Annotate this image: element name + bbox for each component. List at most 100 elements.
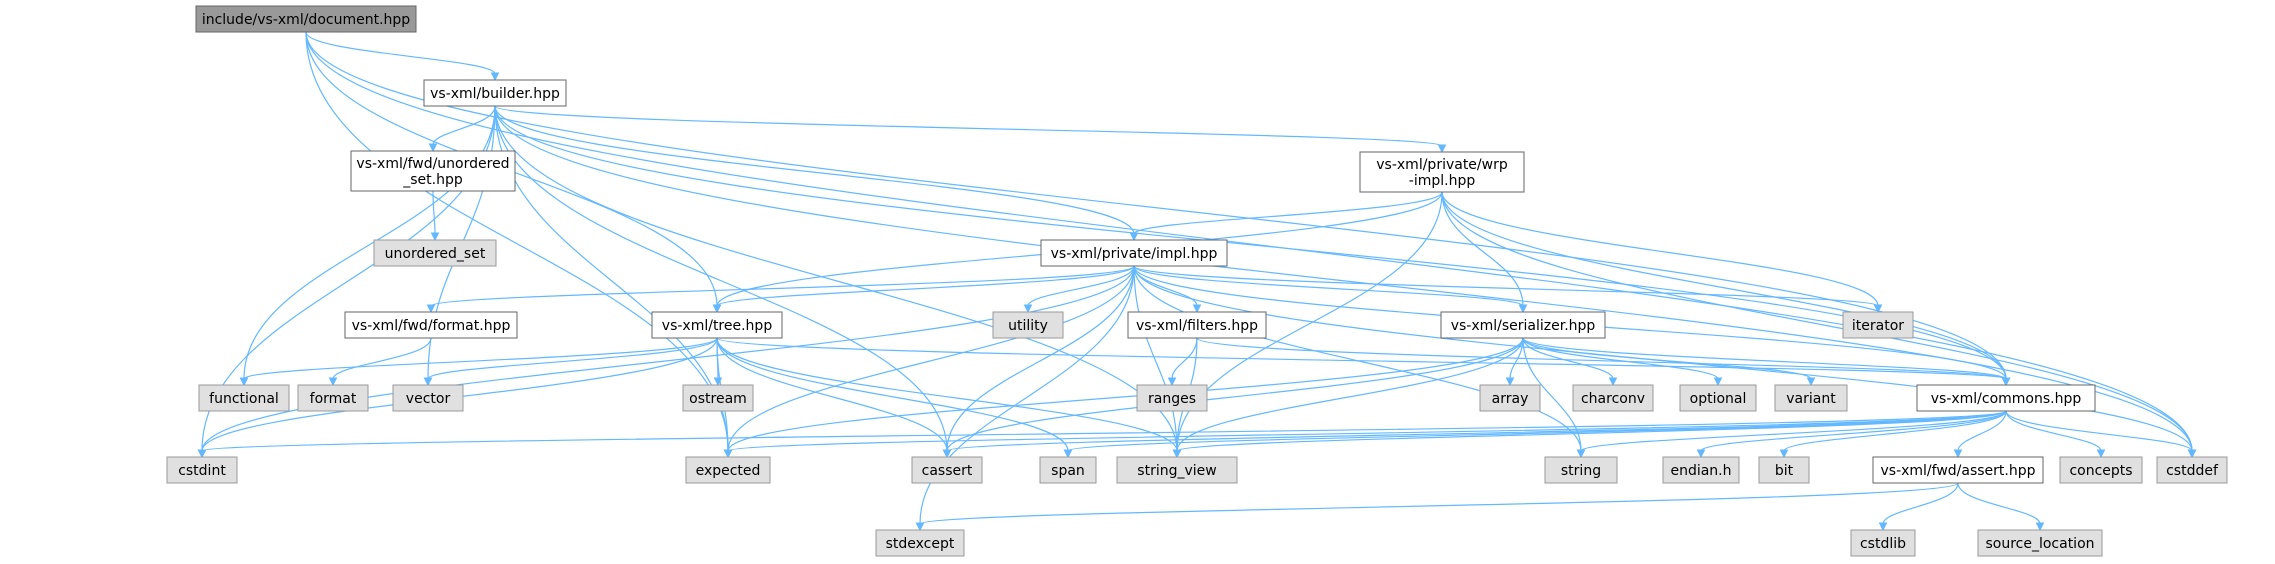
- node-box-cassert: [911, 456, 983, 484]
- arrowhead-root-to-builder: [490, 72, 500, 82]
- arrowhead-serializer-to-optional: [1713, 377, 1723, 387]
- node-ranges: ranges: [1136, 384, 1208, 412]
- node-wrp-impl[interactable]: vs-xml/private/wrp-impl.hpp: [1359, 151, 1525, 193]
- node-box-filters: [1127, 311, 1267, 339]
- edge-wrp_impl-to-commons: [1441, 191, 2007, 380]
- node-label-endian: endian.h: [1670, 463, 1731, 479]
- arrowhead-commons-to-bit: [1779, 449, 1789, 459]
- edge-commons-to-assert: [1957, 410, 2007, 452]
- node-assert[interactable]: vs-xml/fwd/assert.hpp: [1872, 456, 2044, 484]
- edge-serializer-to-string: [1522, 337, 1582, 452]
- node-label-variant: variant: [1786, 391, 1836, 407]
- arrowhead-commons-to-cassert: [942, 449, 952, 459]
- arrowhead-fwd_unordered-to-unordered_set: [430, 232, 440, 242]
- node-string: string: [1544, 456, 1618, 484]
- node-label-serializer: vs-xml/serializer.hpp: [1451, 318, 1596, 334]
- node-label-root: include/vs-xml/document.hpp: [202, 12, 410, 28]
- edge-wrp_impl-to-impl: [1133, 191, 1443, 235]
- node-cstdint: cstdint: [166, 456, 238, 484]
- node-box-cstdint: [166, 456, 238, 484]
- edge-builder-to-fwd_unordered: [432, 105, 496, 146]
- node-format: format: [297, 384, 369, 412]
- edge-filters-to-ranges: [1171, 337, 1198, 380]
- node-box-span: [1039, 456, 1097, 484]
- node-box-utility: [992, 311, 1064, 339]
- node-box-vector: [392, 384, 464, 412]
- arrowhead-commons-to-concepts: [2096, 449, 2106, 459]
- edge-impl-to-fwd_format: [430, 265, 1135, 307]
- edge-impl-to-cassert: [946, 265, 1135, 452]
- node-functional: functional: [198, 384, 290, 412]
- node-root[interactable]: include/vs-xml/document.hpp: [195, 5, 417, 33]
- edge-serializer-to-variant: [1522, 337, 1812, 380]
- edge-impl-to-expected: [727, 265, 1135, 452]
- arrowhead-serializer-to-variant: [1806, 377, 1816, 387]
- node-label-expected: expected: [696, 463, 761, 479]
- edge-commons-to-span: [1067, 410, 2007, 452]
- node-box-ranges: [1136, 384, 1208, 412]
- edge-impl-to-string_view: [1133, 265, 1178, 452]
- edge-builder-to-wrp_impl: [494, 105, 1443, 147]
- node-box-assert: [1872, 456, 2044, 484]
- node-label-tree: vs-xml/tree.hpp: [662, 318, 773, 334]
- node-box-functional: [198, 384, 290, 412]
- edge-builder-to-cassert: [494, 105, 948, 452]
- node-impl[interactable]: vs-xml/private/impl.hpp: [1040, 239, 1228, 267]
- node-variant: variant: [1774, 384, 1848, 412]
- node-label-cstdint: cstdint: [178, 463, 226, 479]
- arrowhead-commons-to-assert: [1953, 449, 1963, 459]
- node-label-array: array: [1492, 391, 1529, 407]
- edge-tree-to-cassert: [716, 337, 948, 452]
- edge-commons-to-string_view: [1176, 410, 2007, 452]
- node-cstdlib: cstdlib: [1850, 529, 1916, 557]
- node-commons[interactable]: vs-xml/commons.hpp: [1916, 384, 2096, 412]
- node-label-span: span: [1051, 463, 1085, 479]
- arrowhead-filters-to-ranges: [1167, 377, 1177, 387]
- arrowhead-serializer-to-commons: [2001, 377, 2011, 387]
- arrowhead-commons-to-expected: [723, 449, 733, 459]
- edge-commons-to-cstdint: [201, 410, 2007, 452]
- arrowhead-serializer-to-array: [1505, 377, 1515, 387]
- edge-serializer-to-string_view: [1176, 337, 1524, 452]
- node-cassert: cassert: [911, 456, 983, 484]
- node-cstddef: cstddef: [2156, 456, 2228, 484]
- arrowhead-commons-to-span: [1063, 449, 1073, 459]
- edge-filters-to-commons: [1196, 337, 2007, 380]
- node-serializer[interactable]: vs-xml/serializer.hpp: [1440, 311, 1606, 339]
- node-box-array: [1479, 384, 1541, 412]
- arrowhead-fwd_format-to-format: [328, 377, 338, 387]
- arrowhead-assert-to-source_location: [2035, 522, 2045, 532]
- node-label-charconv: charconv: [1581, 391, 1645, 407]
- edge-assert-to-source_location: [1957, 482, 2041, 525]
- node-box-root: [195, 5, 417, 33]
- node-box-bit: [1758, 456, 1810, 484]
- edge-tree-to-functional: [243, 337, 718, 380]
- node-label-impl: vs-xml/private/impl.hpp: [1051, 246, 1218, 262]
- edge-builder-to-impl: [494, 105, 1135, 235]
- node-fwd-format[interactable]: vs-xml/fwd/format.hpp: [344, 311, 518, 339]
- edge-commons-to-cstddef: [2005, 410, 2193, 452]
- node-label-fwd-unordered: vs-xml/fwd/unordered: [356, 156, 509, 172]
- node-fwd-unordered[interactable]: vs-xml/fwd/unordered_set.hpp: [350, 150, 516, 192]
- node-box-serializer: [1440, 311, 1606, 339]
- node-label-format: format: [310, 391, 357, 407]
- arrowhead-wrp_impl-to-impl: [1129, 232, 1139, 242]
- arrowhead-assert-to-stdexcept: [915, 522, 925, 532]
- arrowhead-builder-to-wrp_impl: [1437, 144, 1447, 154]
- node-filters[interactable]: vs-xml/filters.hpp: [1127, 311, 1267, 339]
- edge-impl-to-utility: [1027, 265, 1135, 307]
- node-box-variant: [1774, 384, 1848, 412]
- node-box-string-view: [1116, 456, 1238, 484]
- edge-assert-to-cstdlib: [1882, 482, 1959, 525]
- edge-serializer-to-commons: [1522, 337, 2007, 380]
- edge-commons-to-endian: [1700, 410, 2007, 452]
- node-charconv: charconv: [1572, 384, 1654, 412]
- node-label-commons: vs-xml/commons.hpp: [1931, 391, 2082, 407]
- node-label-optional: optional: [1690, 391, 1747, 407]
- node-expected: expected: [685, 456, 771, 484]
- node-builder[interactable]: vs-xml/builder.hpp: [423, 79, 567, 107]
- arrowhead-serializer-to-charconv: [1608, 377, 1618, 387]
- node-box-optional: [1679, 384, 1757, 412]
- node-tree[interactable]: vs-xml/tree.hpp: [651, 311, 783, 339]
